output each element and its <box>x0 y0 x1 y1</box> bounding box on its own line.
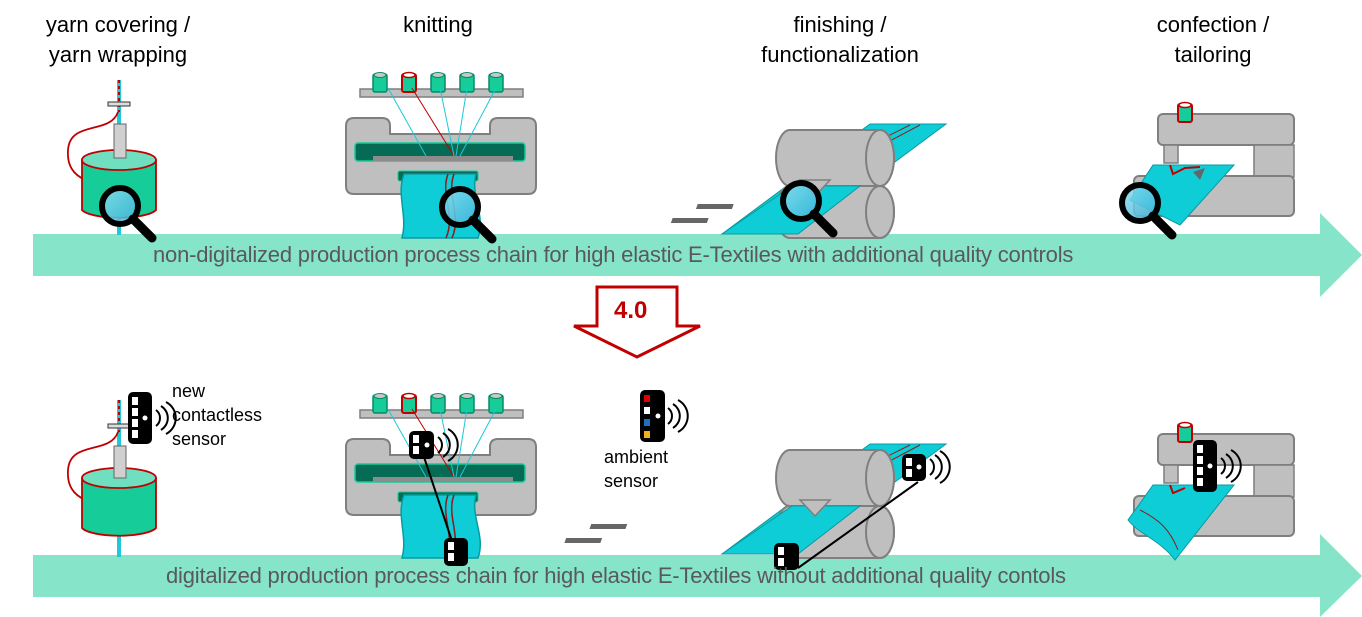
contactless-sensor-note: new contactless sensor <box>172 379 262 451</box>
sewing-machine-top <box>1122 101 1295 236</box>
bottom-chain-arrow <box>33 534 1362 617</box>
note-line: ambient <box>604 447 669 467</box>
stage-title-line: finishing / <box>793 12 887 37</box>
sensor-icon <box>409 428 459 462</box>
stage-title-line: confection / <box>1156 12 1270 37</box>
finishing-rollers-top <box>670 123 948 239</box>
stage-title-line: tailoring <box>1174 42 1252 67</box>
industry-4-0-label: 4.0 <box>614 297 648 324</box>
ambient-sensor-icon <box>640 390 689 442</box>
sewing-machine-bottom <box>1127 421 1295 561</box>
sensor-icon <box>774 543 799 570</box>
top-chain-arrow <box>33 213 1362 297</box>
ambient-sensor-note: ambient sensor <box>604 445 668 493</box>
bottom-chain-label: digitalized production process chain for… <box>166 563 1066 588</box>
knitting-machine-top <box>345 71 537 240</box>
finishing-rollers-bottom <box>564 443 951 570</box>
note-line: sensor <box>172 429 227 449</box>
sensor-icon <box>444 538 468 566</box>
stage-title-line: yarn covering / <box>45 12 191 37</box>
knitting-machine-bottom <box>345 392 537 566</box>
transition-arrow <box>573 285 701 359</box>
sensor-icon <box>902 450 951 484</box>
stage-title-finishing: finishing / functionalization <box>730 10 950 70</box>
yarn-winder-bottom <box>67 392 177 557</box>
stage-title-line: knitting <box>403 12 473 37</box>
note-line: sensor <box>604 471 659 491</box>
stage-title-yarn: yarn covering / yarn wrapping <box>18 10 218 70</box>
stage-title-line: functionalization <box>761 42 919 67</box>
sensor-icon <box>1193 440 1242 492</box>
note-line: new <box>172 381 206 401</box>
stage-title-confection: confection / tailoring <box>1113 10 1313 70</box>
sensor-icon <box>128 392 177 444</box>
top-chain-label: non-digitalized production process chain… <box>153 242 1074 267</box>
yarn-winder-top <box>67 80 157 238</box>
stage-title-line: yarn wrapping <box>48 42 188 67</box>
note-line: contactless <box>172 405 263 425</box>
stage-title-knitting: knitting <box>338 10 538 40</box>
